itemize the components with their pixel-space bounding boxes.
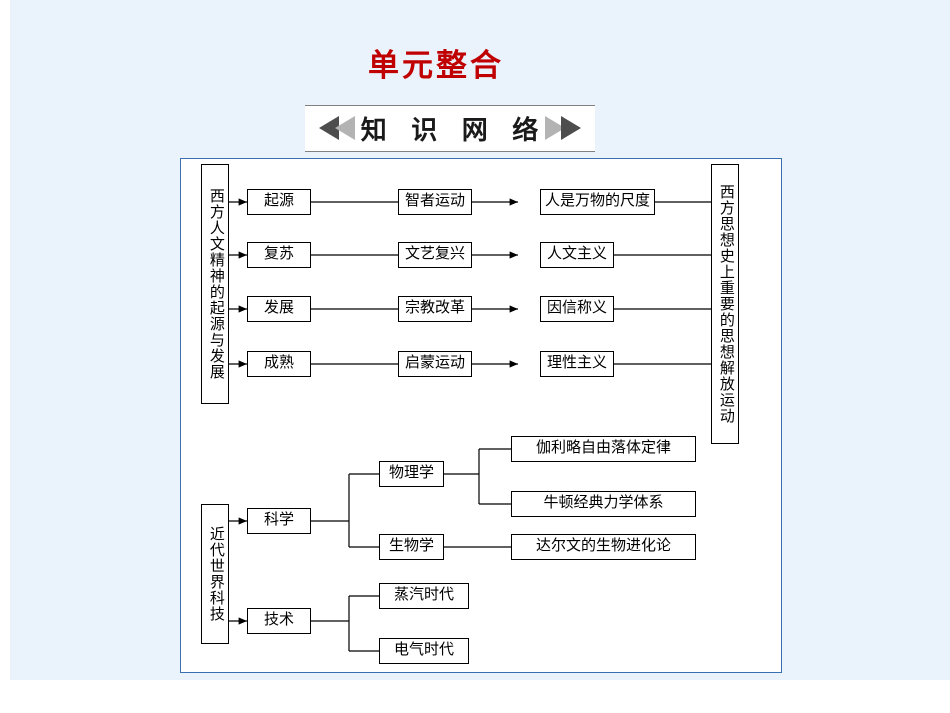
node-movement-sophists: 智者运动: [398, 189, 472, 215]
node-idea-justification-by-faith: 因信称义: [540, 296, 614, 322]
node-idea-man-measure-of-all-things: 人是万物的尺度: [540, 189, 655, 215]
node-stage-revival: 复苏: [247, 242, 311, 268]
bottom-white-margin: [0, 680, 950, 713]
node-movement-enlightenment: 启蒙运动: [398, 351, 472, 377]
triangle-left-dark-icon: [319, 116, 339, 140]
node-steam-age: 蒸汽时代: [379, 583, 469, 609]
node-western-humanism-origin-development: 西方人文精神的起源与发展: [201, 164, 229, 404]
node-movement-reformation: 宗教改革: [398, 296, 472, 322]
node-galileo-free-fall-law: 伽利略自由落体定律: [511, 436, 696, 462]
node-newton-classical-mechanics: 牛顿经典力学体系: [511, 491, 696, 517]
triangle-right-light-icon: [545, 116, 565, 140]
page-title: 单元整合: [368, 48, 504, 83]
node-darwin-evolution-theory: 达尔文的生物进化论: [511, 534, 696, 560]
triangle-right-dark-icon: [561, 116, 581, 140]
node-technology: 技术: [247, 608, 311, 634]
node-movement-renaissance: 文艺复兴: [398, 242, 472, 268]
node-stage-maturity: 成熟: [247, 351, 311, 377]
node-western-thought-liberation-movements: 西方思想史上重要的思想解放运动: [711, 164, 739, 444]
section-banner-label: 知 识 网 络: [360, 116, 548, 145]
node-idea-rationalism: 理性主义: [540, 351, 614, 377]
node-biology: 生物学: [379, 534, 444, 560]
section-banner: 知 识 网 络: [305, 105, 595, 152]
node-science: 科学: [247, 508, 311, 534]
connector-lines: [227, 198, 713, 652]
node-modern-world-science-technology: 近代世界科技: [201, 504, 229, 644]
node-physics: 物理学: [379, 461, 444, 487]
node-stage-development: 发展: [247, 296, 311, 322]
left-white-margin: [0, 0, 10, 713]
triangle-left-light-icon: [335, 116, 355, 140]
node-idea-humanism: 人文主义: [540, 242, 614, 268]
node-stage-origin: 起源: [247, 189, 311, 215]
node-electricity-age: 电气时代: [379, 638, 469, 664]
knowledge-network-diagram: 西方人文精神的起源与发展 近代世界科技 西方思想史上重要的思想解放运动 起源 复…: [180, 158, 782, 673]
